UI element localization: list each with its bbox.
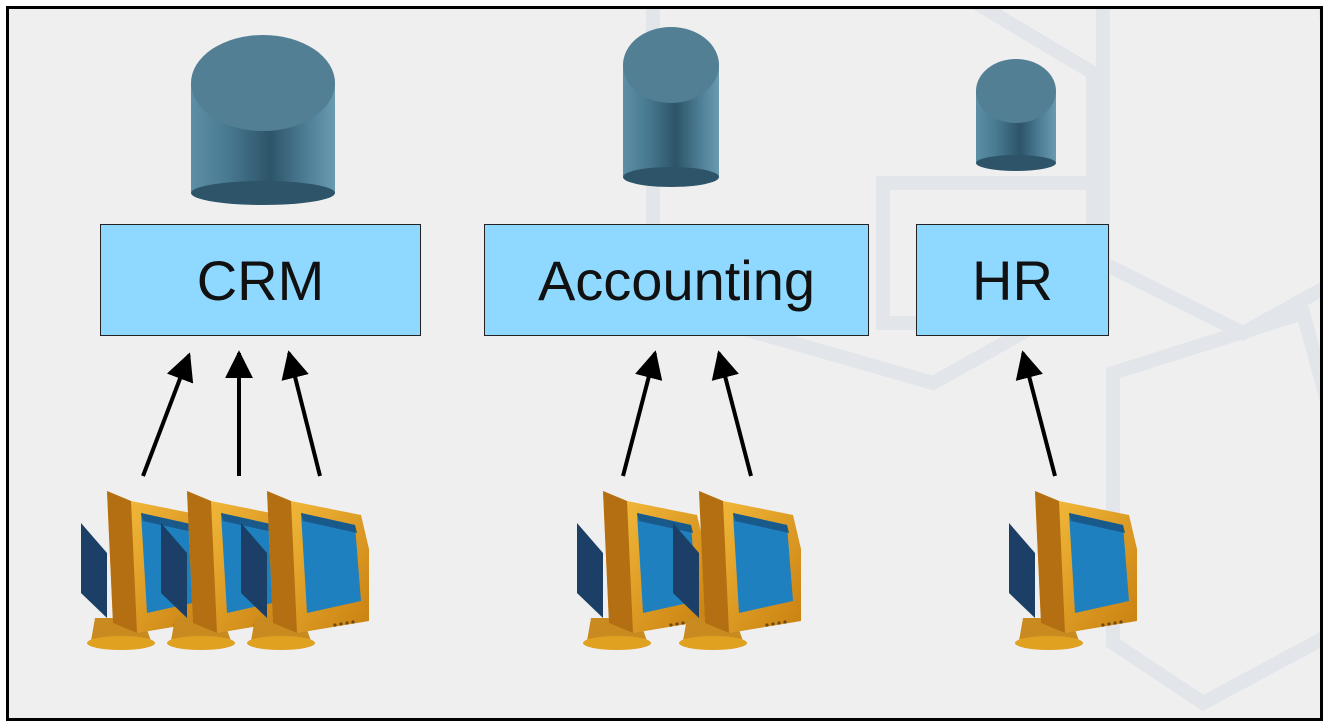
system-box-accounting: Accounting	[484, 224, 869, 336]
system-label-crm: CRM	[196, 248, 325, 312]
arrow-accounting-1	[621, 350, 663, 477]
system-box-hr: HR	[916, 224, 1109, 336]
connection-arrows	[141, 350, 1057, 477]
computer-icons-crm	[81, 491, 369, 650]
arrow-crm-3	[281, 350, 322, 477]
database-icon-hr	[976, 59, 1056, 171]
database-icon-accounting	[623, 27, 719, 187]
system-label-accounting: Accounting	[537, 248, 816, 312]
system-box-crm: CRM	[100, 224, 421, 336]
arrow-crm-1	[141, 352, 194, 477]
diagram-graphics	[81, 9, 1320, 712]
database-icon-crm	[191, 35, 335, 205]
computer-icons-accounting	[577, 491, 801, 650]
system-label-hr: HR	[972, 248, 1053, 312]
arrow-accounting-2	[711, 350, 753, 477]
arrow-hr-1	[1015, 350, 1057, 477]
diagram-frame: CRM Accounting HR	[6, 6, 1323, 721]
